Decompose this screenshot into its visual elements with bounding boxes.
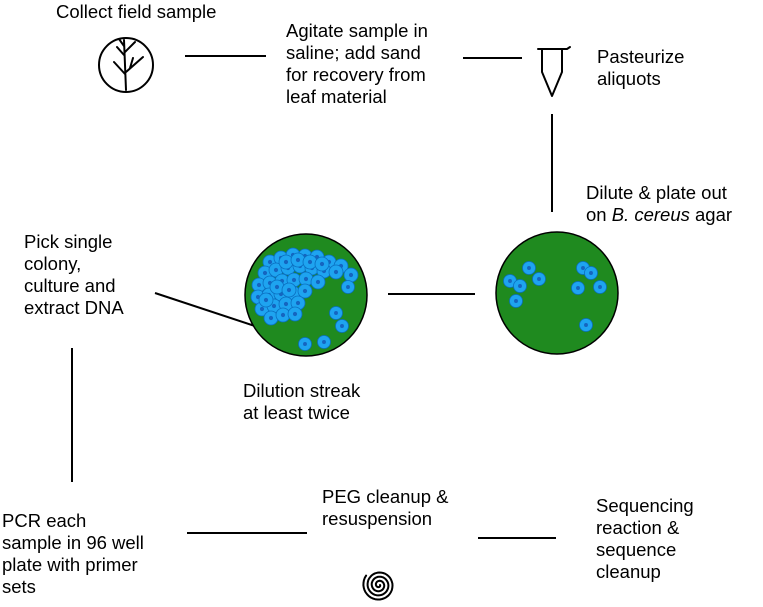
colony-center: [256, 282, 262, 288]
colony-center: [263, 297, 269, 303]
colony-center: [537, 277, 541, 281]
colony-center: [598, 285, 602, 289]
plate-b-cereus-agar: [495, 231, 619, 355]
colony-center: [576, 286, 580, 290]
label-pasteurize: Pasteurize aliquots: [597, 46, 685, 89]
colony-center: [514, 299, 518, 303]
colony-center: [273, 267, 279, 273]
tube-icon: [537, 46, 571, 97]
colony-center: [307, 259, 313, 265]
label-sequencing: Sequencing reaction & sequence cleanup: [596, 495, 694, 582]
colony-center: [303, 342, 307, 346]
colony-center: [348, 272, 354, 278]
colony-center: [286, 287, 292, 293]
colony-center: [271, 303, 277, 309]
colony-center: [322, 340, 326, 344]
colony-center: [315, 279, 321, 285]
colony-center: [267, 259, 273, 265]
colony-center: [589, 271, 593, 275]
colony-center: [283, 259, 289, 265]
label-peg: PEG cleanup & resuspension: [322, 486, 449, 529]
colony-center: [303, 276, 309, 282]
colony-center: [295, 300, 301, 306]
colony-center: [333, 269, 339, 275]
colony-center: [280, 312, 286, 318]
colony-center: [334, 311, 338, 315]
colony-center: [518, 284, 522, 288]
colony-center: [346, 285, 350, 289]
label-streak: Dilution streak at least twice: [243, 380, 361, 423]
colony-center: [292, 311, 298, 317]
colony-center: [508, 279, 512, 283]
colony-center: [584, 323, 588, 327]
label-pcr: PCR each sample in 96 well plate with pr…: [2, 510, 144, 597]
colony-center: [295, 257, 301, 263]
colony-center: [268, 315, 274, 321]
tree-branch-icon: [98, 37, 154, 93]
plate-dilution-streak: [244, 233, 368, 357]
colony-center: [302, 288, 308, 294]
colony-center: [291, 277, 297, 283]
label-pick: Pick single colony, culture and extract …: [24, 231, 124, 318]
colony-center: [581, 266, 585, 270]
colony-center: [340, 324, 344, 328]
colony-center: [259, 306, 265, 312]
colony-center: [262, 270, 268, 276]
colony-center: [527, 266, 531, 270]
colony-center: [274, 284, 280, 290]
colony-center: [319, 261, 325, 267]
label-collect: Collect field sample: [56, 1, 217, 22]
spiral-icon: [362, 571, 394, 601]
label-dilute: Dilute & plate out on B. cereus agar: [586, 182, 733, 225]
colony-center: [283, 301, 289, 307]
label-agitate: Agitate sample in saline; add sand for r…: [286, 20, 428, 107]
